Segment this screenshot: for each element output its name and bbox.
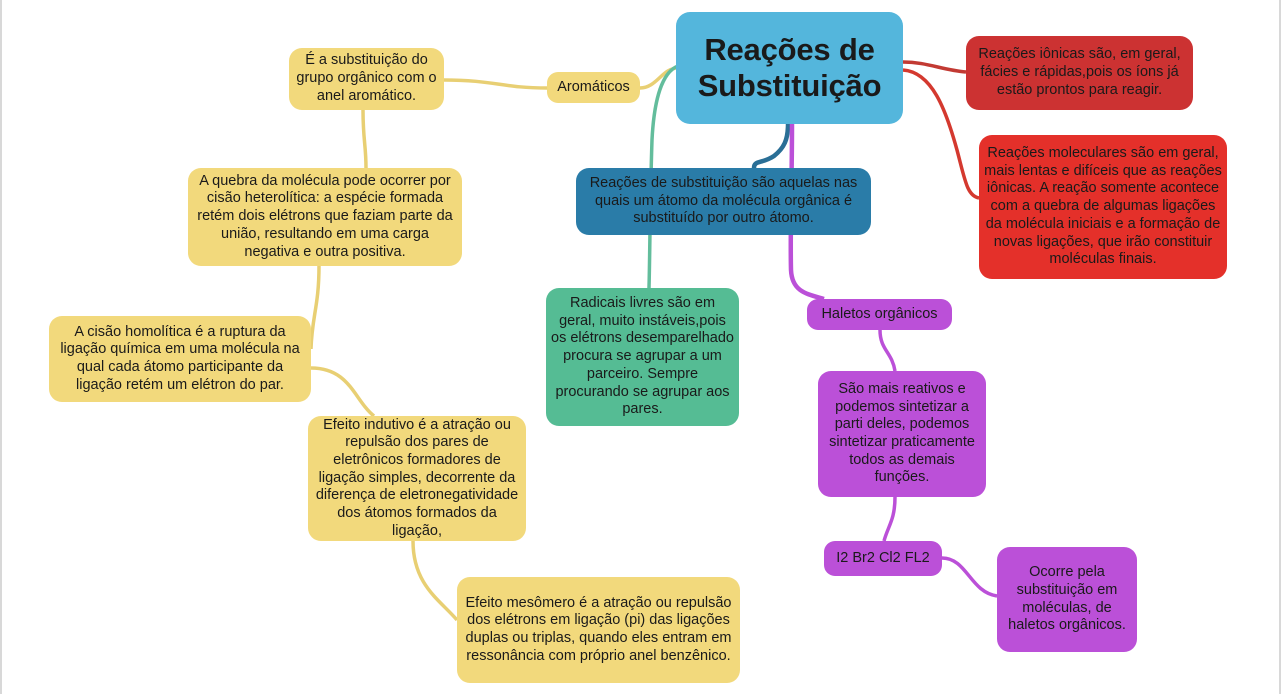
connector-halogenios-ocorre — [941, 556, 998, 598]
node-haletos-reativos[interactable]: São mais reativos e podemos sintetizar a… — [818, 371, 986, 497]
node-reacoes-moleculares[interactable]: Reações moleculares são em geral, mais l… — [979, 135, 1227, 279]
connector-indutivo-mesomero — [411, 540, 459, 622]
connector-homolitica-indutivo — [310, 366, 376, 418]
connector-heterolitica-homolitica — [309, 265, 321, 350]
node-aromaticos-description-text: É a substituição do grupo orgânico com o… — [296, 52, 437, 104]
connector-haletos-reativos — [878, 329, 897, 372]
connector-reativos-halogenios — [882, 496, 897, 542]
node-reacoes-ionicas[interactable]: Reações iônicas são, em geral, fácies e … — [966, 36, 1193, 110]
node-aromaticos-description[interactable]: É a substituição do grupo orgânico com o… — [289, 48, 444, 110]
node-definicao-text: Reações de substituição são aquelas nas … — [589, 174, 858, 227]
connector-root-aromaticos — [639, 66, 679, 90]
node-ocorre-substituicao[interactable]: Ocorre pela substituição em moléculas, d… — [997, 547, 1137, 652]
node-cisao-heterolitica[interactable]: A quebra da molécula pode ocorrer por ci… — [188, 168, 462, 266]
node-haletos-reativos-text: São mais reativos e podemos sintetizar a… — [829, 380, 975, 486]
root-node-label: Reações de Substituição — [697, 32, 882, 103]
node-radicais-livres-text: Radicais livres são em geral, muito inst… — [551, 295, 734, 418]
node-halogenios[interactable]: I2 Br2 Cl2 FL2 — [824, 541, 942, 576]
node-aromaticos[interactable]: Aromáticos — [547, 72, 640, 103]
node-reacoes-ionicas-text: Reações iônicas são, em geral, fácies e … — [978, 46, 1181, 98]
node-reacoes-moleculares-text: Reações moleculares são em geral, mais l… — [984, 145, 1222, 268]
node-haletos-organicos-label: Haletos orgânicos — [821, 305, 938, 322]
node-efeito-mesomero[interactable]: Efeito mesômero é a atração ou repulsão … — [457, 577, 740, 683]
connector-aromaticos-descricao — [443, 78, 548, 90]
root-node[interactable]: Reações de Substituição — [676, 12, 903, 124]
node-cisao-homolitica[interactable]: A cisão homolítica é a ruptura da ligaçã… — [49, 316, 311, 402]
node-cisao-homolitica-text: A cisão homolítica é a ruptura da ligaçã… — [60, 323, 300, 393]
node-cisao-heterolitica-text: A quebra da molécula pode ocorrer por ci… — [197, 172, 453, 260]
connector-root-definicao — [751, 123, 791, 169]
node-definicao[interactable]: Reações de substituição são aquelas nas … — [576, 168, 871, 235]
node-efeito-indutivo[interactable]: Efeito indutivo é a atração ou repulsão … — [308, 416, 526, 541]
node-haletos-organicos[interactable]: Haletos orgânicos — [807, 299, 952, 330]
connector-descricao-heterolitica — [361, 109, 368, 169]
connector-root-ionicas — [902, 60, 967, 74]
node-efeito-mesomero-text: Efeito mesômero é a atração ou repulsão … — [465, 594, 732, 664]
node-ocorre-substituicao-text: Ocorre pela substituição em moléculas, d… — [1008, 564, 1126, 634]
node-aromaticos-label: Aromáticos — [557, 78, 630, 95]
node-efeito-indutivo-text: Efeito indutivo é a atração ou repulsão … — [315, 416, 519, 539]
node-halogenios-label: I2 Br2 Cl2 FL2 — [836, 549, 930, 566]
node-radicais-livres[interactable]: Radicais livres são em geral, muito inst… — [546, 288, 739, 426]
